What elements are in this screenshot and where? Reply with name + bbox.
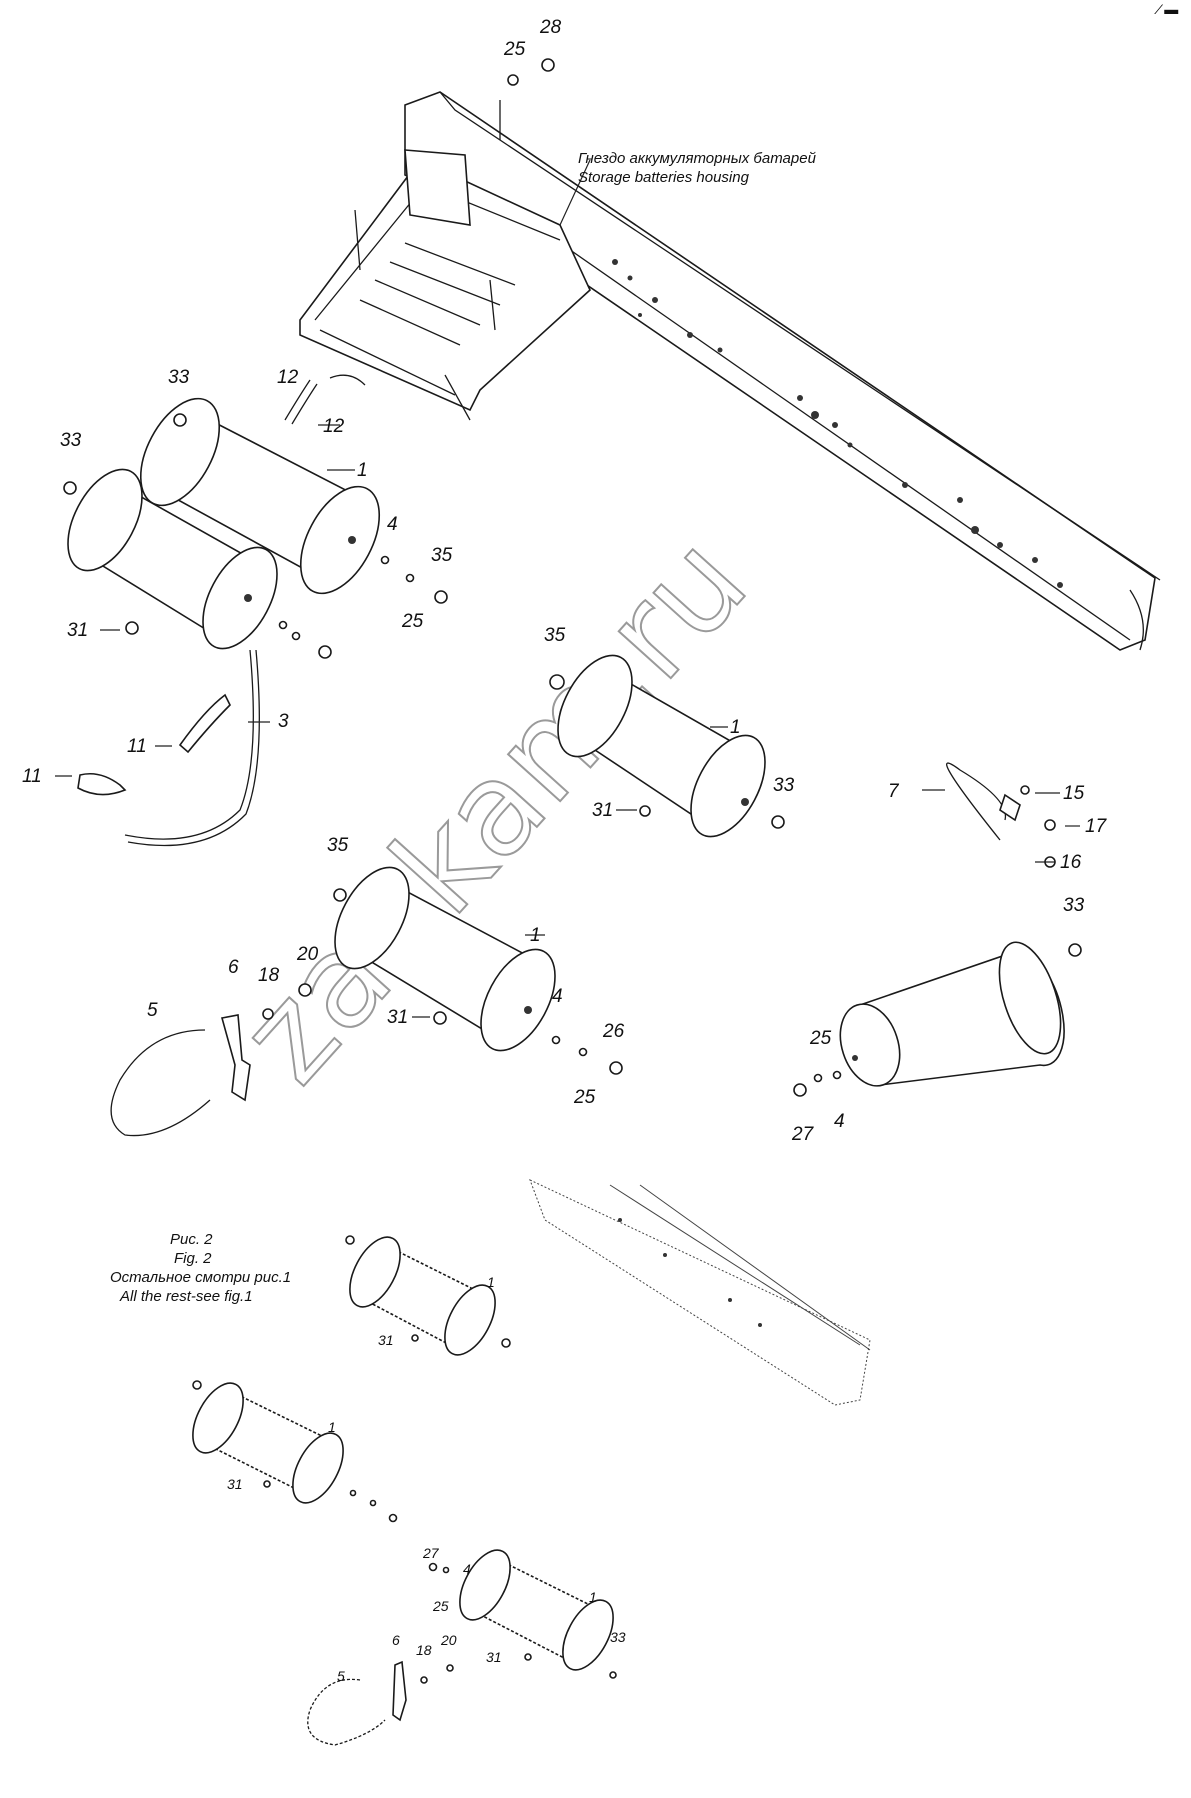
strap-5 — [110, 1029, 211, 1137]
label-1c: 1 — [530, 925, 541, 946]
clamp-11 — [77, 693, 231, 796]
label-s31b: 31 — [227, 1476, 243, 1492]
label-s27: 27 — [422, 1545, 440, 1561]
hose-7 — [946, 762, 1021, 841]
housing-callout-en: Storage batteries housing — [578, 169, 750, 186]
label-4c: 4 — [834, 1111, 845, 1132]
receiver-fig2-upper — [349, 1236, 496, 1356]
label-16: 16 — [1060, 852, 1082, 873]
label-20a: 20 — [296, 944, 319, 965]
label-25a: 25 — [503, 39, 526, 60]
part-labels: 25 28 33 12 12 33 1 4 35 25 31 3 11 11 3… — [22, 17, 1108, 1684]
battery-housing — [299, 149, 591, 421]
label-31b: 31 — [592, 800, 613, 821]
label-35a: 35 — [431, 545, 453, 566]
fig2-title-ru: Рис. 2 — [170, 1231, 213, 1248]
label-33b: 33 — [60, 430, 82, 451]
housing-callout-ru: Гнездо аккумуляторных батарей — [578, 150, 817, 167]
label-15: 15 — [1063, 783, 1085, 804]
bracket-6 — [220, 1014, 251, 1102]
fig2-note-ru: Остальное смотри рис.1 — [110, 1269, 291, 1286]
receiver-fig2-middle — [192, 1382, 344, 1504]
label-17: 17 — [1085, 816, 1108, 837]
label-3: 3 — [278, 711, 289, 732]
label-5a: 5 — [147, 1000, 158, 1021]
label-28: 28 — [539, 17, 562, 38]
label-7: 7 — [888, 781, 900, 802]
label-35c: 35 — [327, 835, 349, 856]
label-s25: 25 — [432, 1598, 449, 1614]
fig2-note-en: All the rest-see fig.1 — [119, 1288, 253, 1305]
label-11b: 11 — [22, 766, 42, 787]
label-s33: 33 — [610, 1629, 626, 1645]
label-31c: 31 — [387, 1007, 408, 1028]
label-25c: 25 — [573, 1087, 596, 1108]
label-33d: 33 — [1063, 895, 1085, 916]
label-35b: 35 — [544, 625, 566, 646]
label-s31a: 31 — [378, 1332, 394, 1348]
label-27a: 27 — [791, 1124, 815, 1145]
label-s31c: 31 — [486, 1649, 502, 1665]
label-31a: 31 — [67, 620, 88, 641]
label-33c: 33 — [773, 775, 795, 796]
label-s18: 18 — [416, 1642, 432, 1658]
label-1b: 1 — [730, 717, 741, 738]
strap-12 — [284, 374, 366, 425]
label-12b: 12 — [323, 416, 345, 437]
label-25b: 25 — [401, 611, 424, 632]
label-s4: 4 — [463, 1561, 471, 1577]
label-s5: 5 — [337, 1668, 345, 1684]
frame-side-rail — [404, 91, 1161, 651]
receiver-lower-right — [839, 941, 1065, 1087]
label-1a: 1 — [357, 460, 368, 481]
label-6a: 6 — [228, 957, 239, 978]
strap-5-fig2 — [307, 1678, 386, 1746]
leader-lines — [55, 424, 1080, 1018]
label-11a: 11 — [127, 736, 147, 757]
label-26: 26 — [602, 1021, 625, 1042]
label-s1b: 1 — [328, 1419, 336, 1435]
label-25d: 25 — [809, 1028, 832, 1049]
receiver-upper-front — [67, 468, 278, 650]
label-s6: 6 — [392, 1632, 400, 1648]
label-4b: 4 — [552, 986, 563, 1007]
receiver-fig2-lower — [459, 1549, 614, 1671]
fasteners — [63, 58, 1082, 1684]
label-33a: 33 — [168, 367, 190, 388]
corner-mark: ⁄ ▬ — [1154, 1, 1178, 17]
receiver-middle-right — [557, 654, 766, 838]
label-4a: 4 — [387, 514, 398, 535]
receiver-upper-rear — [139, 397, 381, 595]
label-s20: 20 — [440, 1632, 457, 1648]
label-18a: 18 — [258, 965, 280, 986]
bracket-6-fig2 — [392, 1660, 407, 1722]
receiver-middle-left — [334, 866, 556, 1052]
label-s1c: 1 — [589, 1589, 597, 1605]
label-12a: 12 — [277, 367, 299, 388]
strap-3 — [124, 649, 260, 847]
frame-rail-fig2 — [529, 1179, 871, 1406]
fig2-title-en: Fig. 2 — [174, 1250, 212, 1267]
label-s1a: 1 — [487, 1274, 495, 1290]
